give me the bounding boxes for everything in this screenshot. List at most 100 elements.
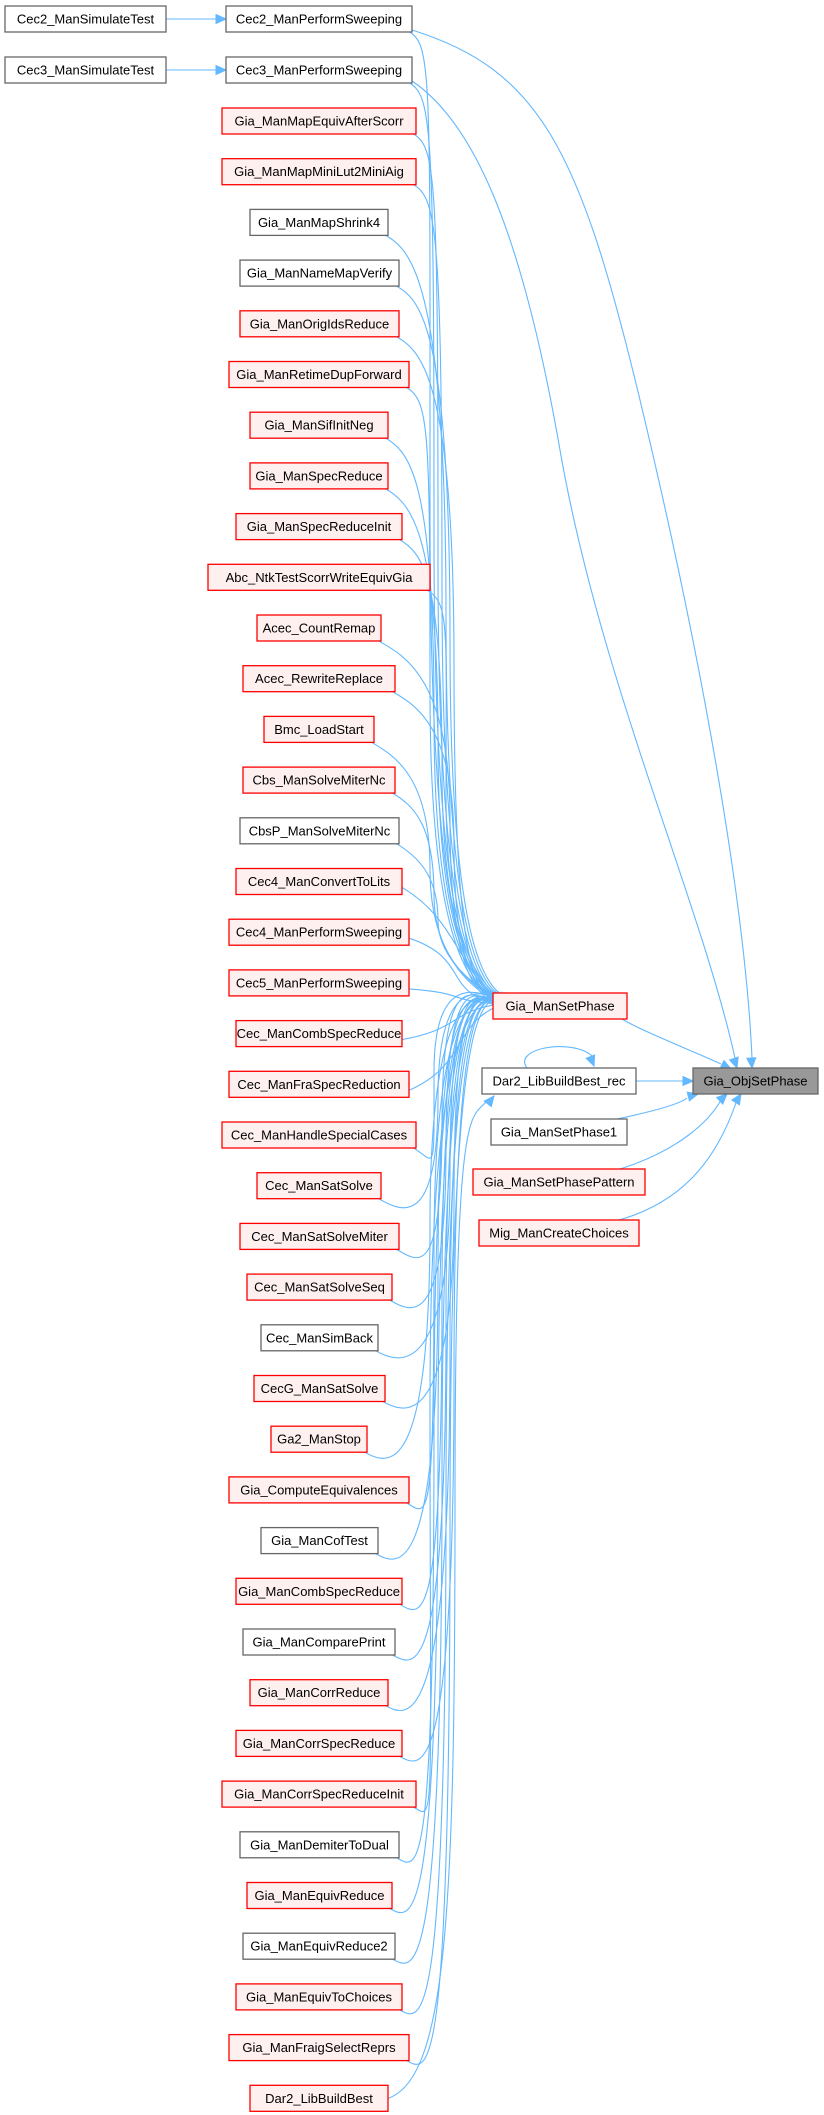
node-label: Gia_ManSifInitNeg — [264, 418, 373, 433]
node-cecg-mansatsolve[interactable]: CecG_ManSatSolve — [253, 1374, 386, 1403]
node-cec-mansimback[interactable]: Cec_ManSimBack — [260, 1324, 379, 1352]
node-label: Dar2_LibBuildBest_rec — [493, 1074, 626, 1089]
node-gia-mancorrreduce[interactable]: Gia_ManCorrReduce — [249, 1679, 389, 1707]
node-cec4-manconverttolits[interactable]: Cec4_ManConvertToLits — [235, 867, 403, 896]
node-cbsp-mansolvemiternc[interactable]: CbsP_ManSolveMiterNc — [239, 817, 400, 845]
node-box — [256, 614, 382, 642]
node-box — [692, 1067, 819, 1095]
node-gia-mancompareprint[interactable]: Gia_ManComparePrint — [242, 1628, 396, 1656]
node-cec3-mansimulatetest[interactable]: Cec3_ManSimulateTest — [4, 56, 167, 84]
node-gia-mansetphase1[interactable]: Gia_ManSetPhase1 — [490, 1118, 628, 1146]
node-gia-mancoftest[interactable]: Gia_ManCofTest — [260, 1526, 379, 1555]
edge-path — [387, 1101, 487, 2099]
node-bmc-loadstart[interactable]: Bmc_LoadStart — [263, 715, 375, 744]
node-gia-mancorrspecreduce[interactable]: Gia_ManCorrSpecReduce — [235, 1729, 403, 1758]
node-cec4-manperformsweeping[interactable]: Cec4_ManPerformSweeping — [228, 918, 410, 946]
node-mig-mancreatechoices[interactable]: Mig_ManCreateChoices — [478, 1219, 640, 1247]
edge-path — [387, 999, 501, 1914]
node-cec3-manperformsweeping[interactable]: Cec3_ManPerformSweeping — [225, 56, 413, 84]
node-box — [472, 1168, 646, 1196]
edge-dar2rec-self — [524, 1046, 596, 1069]
node-box — [242, 1932, 396, 1960]
node-dar2-libbuildbest[interactable]: Dar2_LibBuildBest — [249, 2084, 389, 2112]
node-gia-manmapequivafterscorr[interactable]: Gia_ManMapEquivAfterScorr — [221, 107, 417, 135]
node-box — [249, 1679, 389, 1707]
node-gia-manorigidsreduce[interactable]: Gia_ManOrigIdsReduce — [239, 310, 400, 338]
node-dar2-libbuildbest-rec[interactable]: Dar2_LibBuildBest_rec — [481, 1067, 637, 1095]
node-ga2-manstop[interactable]: Ga2_ManStop — [270, 1425, 368, 1453]
edge-setphase-target — [621, 1018, 733, 1070]
arrowhead — [728, 1056, 739, 1070]
node-box — [228, 1070, 410, 1098]
edge-path — [411, 998, 513, 1813]
node-cbs-mansolvemiternc[interactable]: Cbs_ManSolveMiterNc — [242, 766, 396, 794]
node-cec-mansatsolvemiter[interactable]: Cec_ManSatSolveMiter — [239, 1222, 400, 1251]
node-gia-objsetphase[interactable]: Gia_ObjSetPhase — [692, 1067, 819, 1095]
node-gia-mancorrspecreduceinit[interactable]: Gia_ManCorrSpecReduceInit — [221, 1780, 417, 1808]
node-gia-manequivreduce[interactable]: Gia_ManEquivReduce — [246, 1881, 393, 1910]
node-gia-mansetphase[interactable]: Gia_ManSetPhase — [492, 992, 628, 1020]
node-gia-manequivreduce2[interactable]: Gia_ManEquivReduce2 — [242, 1932, 396, 1960]
node-cec-mansatsolve[interactable]: Cec_ManSatSolve — [256, 1172, 382, 1200]
edge-path — [394, 842, 510, 1005]
node-label: Gia_ManCofTest — [271, 1533, 368, 1548]
node-box — [235, 1729, 403, 1758]
edge-path — [397, 538, 510, 1004]
edge-path — [383, 436, 504, 1003]
node-cec-manhandlespecialcases[interactable]: Cec_ManHandleSpecialCases — [221, 1121, 417, 1149]
node-gia-manspecreduceinit[interactable]: Gia_ManSpecReduceInit — [235, 512, 403, 541]
node-gia-computeequivalences[interactable]: Gia_ComputeEquivalences — [228, 1476, 410, 1504]
node-layer: Cec2_ManSimulateTestCec3_ManSimulateTest… — [4, 5, 819, 2112]
arrowhead — [715, 1093, 728, 1106]
edge-path — [411, 183, 507, 1001]
node-cec2-manperformsweeping[interactable]: Cec2_ManPerformSweeping — [225, 5, 413, 33]
node-gia-mannamemapverify[interactable]: Gia_ManNameMapVerify — [239, 259, 400, 287]
node-cec2-mansimulatetest[interactable]: Cec2_ManSimulateTest — [4, 5, 167, 33]
node-gia-manmapshrink4[interactable]: Gia_ManMapShrink4 — [249, 208, 389, 237]
node-cec-mansatsolveseq[interactable]: Cec_ManSatSolveSeq — [246, 1273, 393, 1301]
edge-dar2rec-target — [636, 1075, 695, 1087]
node-label: Dar2_LibBuildBest — [265, 2091, 373, 2106]
node-gia-manretimedupforward[interactable]: Gia_ManRetimeDupForward — [228, 360, 410, 389]
node-box — [239, 817, 400, 845]
node-label: Gia_ManEquivReduce2 — [250, 1939, 387, 1954]
node-label: Cec2_ManPerformSweeping — [236, 12, 402, 27]
node-box — [246, 1273, 393, 1301]
node-gia-mansetphasepattern[interactable]: Gia_ManSetPhasePattern — [472, 1168, 646, 1196]
node-cec5-manperformsweeping[interactable]: Cec5_ManPerformSweeping — [228, 969, 410, 997]
node-acec-countremap[interactable]: Acec_CountRemap — [256, 614, 382, 642]
node-cec-manfraspecreduction[interactable]: Cec_ManFraSpecReduction — [228, 1070, 410, 1098]
node-label: CecG_ManSatSolve — [261, 1381, 379, 1396]
edge-path — [394, 998, 498, 1863]
edge-cec2sweep-target — [411, 29, 757, 1070]
arrowhead — [215, 13, 228, 25]
edge-cec2sim-cec2sweep — [166, 13, 228, 25]
node-gia-manmapminilut2miniaig[interactable]: Gia_ManMapMiniLut2MiniAig — [221, 158, 417, 186]
node-gia-mansifinitneg[interactable]: Gia_ManSifInitNeg — [249, 411, 389, 439]
arrowhead — [585, 1054, 596, 1068]
node-gia-mandemitertodual[interactable]: Gia_ManDemiterToDual — [239, 1831, 400, 1859]
node-label: Cec3_ManPerformSweeping — [236, 63, 402, 78]
node-label: Gia_ManFraigSelectReprs — [242, 2040, 396, 2055]
node-label: Cec4_ManConvertToLits — [248, 874, 391, 889]
edge-path — [373, 997, 498, 1560]
node-label: Gia_ManMapShrink4 — [258, 215, 380, 230]
node-label: Cec_ManSatSolveSeq — [254, 1280, 385, 1295]
node-cec-mancombspecreduce[interactable]: Cec_ManCombSpecReduce — [235, 1019, 403, 1048]
node-abc-ntktestscorrwriteequivgia[interactable]: Abc_NtkTestScorrWriteEquivGia — [207, 563, 431, 591]
node-acec-rewritereplace[interactable]: Acec_RewriteReplace — [242, 665, 396, 693]
node-box — [225, 5, 413, 33]
edge-n_abc-setphase — [425, 588, 520, 1005]
edge-path — [394, 284, 513, 1002]
node-label: Cec_ManSimBack — [266, 1330, 373, 1345]
node-gia-manfraigselectreprs[interactable]: Gia_ManFraigSelectReprs — [228, 2033, 410, 2062]
node-gia-manspecreduce[interactable]: Gia_ManSpecReduce — [249, 462, 389, 490]
edge-setphase1-target — [616, 1091, 700, 1120]
edge-path — [369, 740, 504, 1005]
node-box — [221, 158, 417, 186]
node-label: Gia_ManCombSpecReduce — [238, 1584, 400, 1599]
node-gia-mancombspecreduce[interactable]: Gia_ManCombSpecReduce — [235, 1577, 403, 1605]
node-label: Cec_ManCombSpecReduce — [237, 1026, 402, 1041]
node-gia-manequivtochoices[interactable]: Gia_ManEquivToChoices — [235, 1983, 403, 2011]
